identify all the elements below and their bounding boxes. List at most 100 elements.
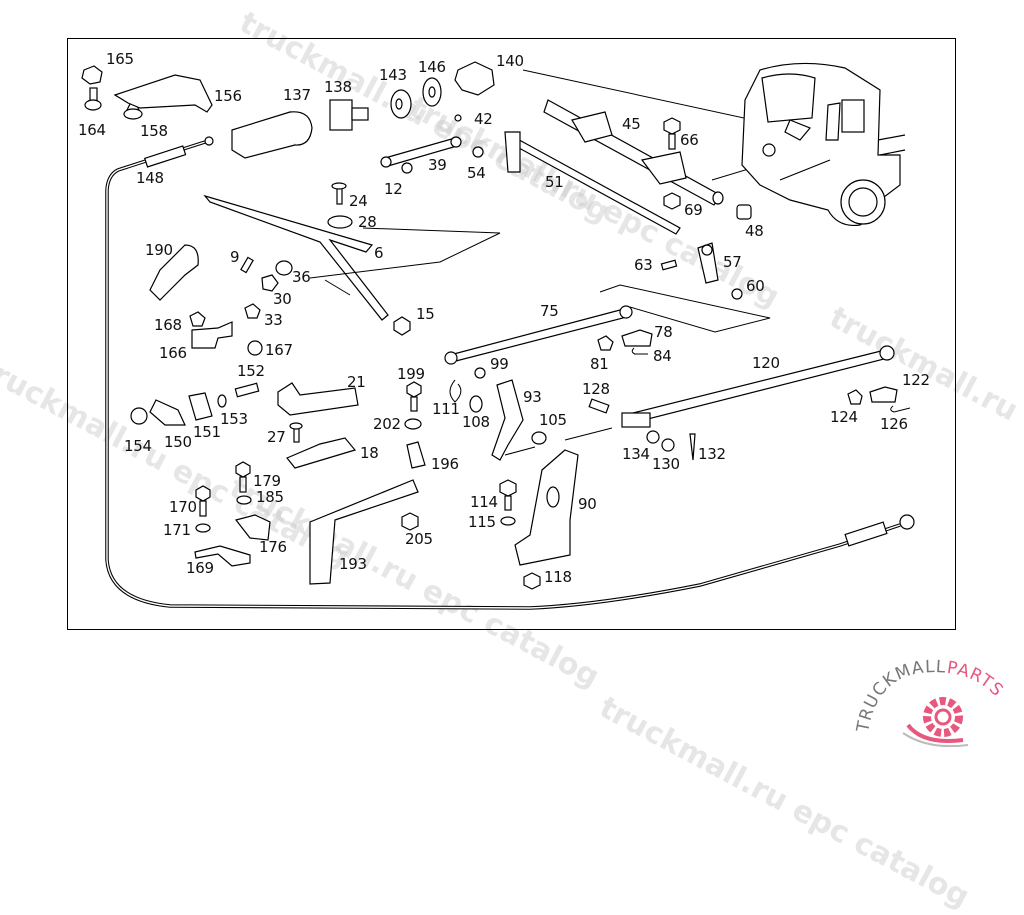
part-132-split-pin (689, 433, 696, 461)
part-169-bracket (194, 545, 251, 567)
part-28-washer (327, 215, 353, 229)
part-151-clip (188, 392, 213, 421)
part-label-165[interactable]: 165 (106, 50, 134, 68)
part-label-105[interactable]: 105 (539, 411, 567, 429)
cable-end-fitting (844, 521, 888, 547)
part-label-33[interactable]: 33 (264, 311, 283, 329)
part-label-57[interactable]: 57 (723, 253, 742, 271)
part-label-30[interactable]: 30 (273, 290, 292, 308)
part-label-66[interactable]: 66 (680, 131, 699, 149)
part-57-lever (697, 242, 719, 284)
part-label-153[interactable]: 153 (220, 410, 248, 428)
part-label-93[interactable]: 93 (523, 388, 542, 406)
part-label-48[interactable]: 48 (745, 222, 764, 240)
part-190-boot (149, 244, 199, 301)
part-label-171[interactable]: 171 (163, 521, 191, 539)
part-label-90[interactable]: 90 (578, 495, 597, 513)
part-label-78[interactable]: 78 (654, 323, 673, 341)
part-171-washer (195, 523, 211, 533)
part-label-128[interactable]: 128 (582, 380, 610, 398)
part-label-146[interactable]: 146 (418, 58, 446, 76)
part-90-bracket (514, 449, 579, 566)
part-label-176[interactable]: 176 (259, 538, 287, 556)
part-label-69[interactable]: 69 (684, 201, 703, 219)
part-label-9[interactable]: 9 (230, 248, 240, 266)
control-cable (105, 140, 901, 610)
part-label-36[interactable]: 36 (292, 268, 311, 286)
part-54-pin (472, 146, 484, 158)
part-label-152[interactable]: 152 (237, 362, 265, 380)
part-label-122[interactable]: 122 (902, 371, 930, 389)
part-label-170[interactable]: 170 (169, 498, 197, 516)
part-label-164[interactable]: 164 (78, 121, 106, 139)
part-128-bolt (588, 398, 610, 414)
part-label-158[interactable]: 158 (140, 122, 168, 140)
part-69-nut (663, 192, 681, 210)
part-label-63[interactable]: 63 (634, 256, 653, 274)
part-label-6[interactable]: 6 (374, 244, 384, 262)
part-label-199[interactable]: 199 (397, 365, 425, 383)
part-label-15[interactable]: 15 (416, 305, 435, 323)
part-label-108[interactable]: 108 (462, 413, 490, 431)
part-label-118[interactable]: 118 (544, 568, 572, 586)
part-label-115[interactable]: 115 (468, 513, 496, 531)
part-label-81[interactable]: 81 (590, 355, 609, 373)
part-label-134[interactable]: 134 (622, 445, 650, 463)
part-label-99[interactable]: 99 (490, 355, 509, 373)
part-label-60[interactable]: 60 (746, 277, 765, 295)
part-156-cover (113, 74, 213, 113)
svg-text:TRUCKMALLPARTS: TRUCKMALLPARTS (853, 657, 1007, 735)
part-196-bracket (406, 441, 426, 469)
part-label-150[interactable]: 150 (164, 433, 192, 451)
part-label-28[interactable]: 28 (358, 213, 377, 231)
part-label-45[interactable]: 45 (622, 115, 641, 133)
part-label-166[interactable]: 166 (159, 344, 187, 362)
part-168-nut (189, 311, 206, 327)
part-label-126[interactable]: 126 (880, 415, 908, 433)
part-label-84[interactable]: 84 (653, 347, 672, 365)
part-label-168[interactable]: 168 (154, 316, 182, 334)
part-label-154[interactable]: 154 (124, 437, 152, 455)
part-label-167[interactable]: 167 (265, 341, 293, 359)
part-label-51[interactable]: 51 (545, 173, 564, 191)
part-label-21[interactable]: 21 (347, 373, 366, 391)
part-label-54[interactable]: 54 (467, 164, 486, 182)
part-label-193[interactable]: 193 (339, 555, 367, 573)
part-label-148[interactable]: 148 (136, 169, 164, 187)
part-label-138[interactable]: 138 (324, 78, 352, 96)
part-label-190[interactable]: 190 (145, 241, 173, 259)
part-label-114[interactable]: 114 (470, 493, 498, 511)
part-9-screw (240, 256, 254, 274)
part-118-nut (523, 572, 541, 590)
part-label-124[interactable]: 124 (830, 408, 858, 426)
part-label-202[interactable]: 202 (373, 415, 401, 433)
part-label-169[interactable]: 169 (186, 559, 214, 577)
part-label-24[interactable]: 24 (349, 192, 368, 210)
truckmall-parts-logo: TRUCKMALLPARTS (848, 655, 1024, 750)
part-label-42[interactable]: 42 (474, 110, 493, 128)
parts-drawing (81, 61, 915, 610)
part-label-137[interactable]: 137 (283, 86, 311, 104)
part-label-151[interactable]: 151 (193, 423, 221, 441)
part-label-130[interactable]: 130 (652, 455, 680, 473)
part-6-bracket (203, 194, 389, 321)
part-label-120[interactable]: 120 (752, 354, 780, 372)
part-label-18[interactable]: 18 (360, 444, 379, 462)
part-label-179[interactable]: 179 (253, 472, 281, 490)
part-label-143[interactable]: 143 (379, 66, 407, 84)
cable-ball-end (899, 514, 915, 530)
part-label-205[interactable]: 205 (405, 530, 433, 548)
part-label-132[interactable]: 132 (698, 445, 726, 463)
part-label-39[interactable]: 39 (428, 156, 447, 174)
part-label-12[interactable]: 12 (384, 180, 403, 198)
part-label-185[interactable]: 185 (256, 488, 284, 506)
part-label-111[interactable]: 111 (432, 400, 460, 418)
part-199-bolt (406, 381, 422, 398)
part-label-156[interactable]: 156 (214, 87, 242, 105)
part-label-196[interactable]: 196 (431, 455, 459, 473)
part-185-washer (236, 495, 252, 505)
part-12-pin (401, 162, 413, 174)
part-label-140[interactable]: 140 (496, 52, 524, 70)
part-label-27[interactable]: 27 (267, 428, 286, 446)
part-label-75[interactable]: 75 (540, 302, 559, 320)
